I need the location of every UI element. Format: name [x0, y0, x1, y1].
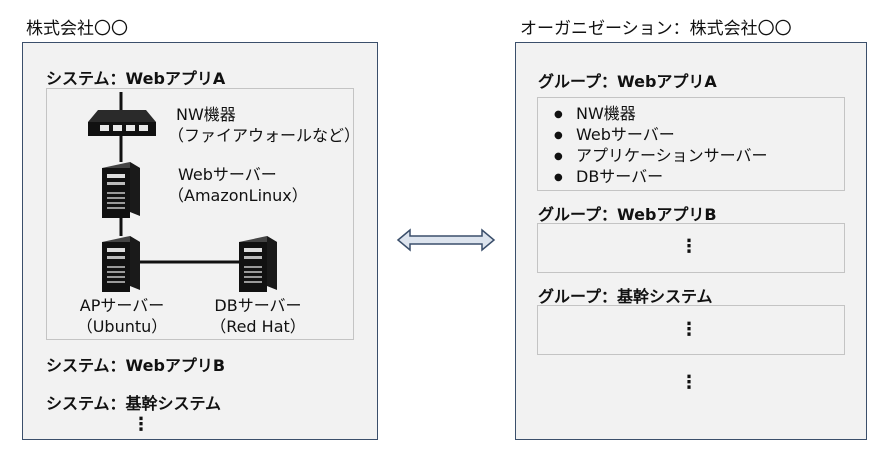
nw-device-sub: （ファイアウォールなど） [168, 126, 361, 145]
web-server-sub: （AmazonLinux） [168, 186, 308, 205]
nw-device-label: NW機器 [176, 105, 236, 124]
ap-server-label: APサーバー [79, 296, 165, 315]
web-server-label: Webサーバー [178, 165, 277, 184]
group-b-heading: グループ：WebアプリB [538, 205, 717, 224]
more-systems-ellipsis: ⋮ [132, 414, 150, 435]
server-icon [102, 162, 140, 218]
db-server-label: DBサーバー [214, 296, 302, 315]
server-icon [102, 236, 140, 292]
system-a-heading: システム：WebアプリA [46, 69, 226, 88]
group-b-ellipsis: ⋮ [680, 236, 698, 257]
group-b-box [537, 223, 845, 273]
group-core-box [537, 305, 845, 355]
group-core-ellipsis: ⋮ [680, 319, 698, 340]
double-arrow-icon [396, 228, 496, 252]
router-icon [88, 110, 156, 136]
right-title: オーガニゼーション：株式会社〇〇 [520, 19, 792, 39]
list-item: Webサーバー [554, 125, 768, 146]
db-server-sub: （Red Hat） [210, 317, 306, 336]
list-item: DBサーバー [554, 167, 768, 188]
list-item: アプリケーションサーバー [554, 146, 768, 167]
left-title: 株式会社〇〇 [26, 19, 128, 39]
system-b-heading: システム：WebアプリB [46, 356, 226, 375]
ap-server-sub: （Ubuntu） [76, 317, 168, 336]
group-a-heading: グループ：WebアプリA [538, 72, 717, 91]
list-item: NW機器 [554, 104, 768, 125]
system-core-heading: システム：基幹システム [46, 394, 222, 413]
more-groups-ellipsis: ⋮ [680, 372, 698, 393]
group-a-list: NW機器 Webサーバー アプリケーションサーバー DBサーバー [554, 104, 768, 188]
server-icon [239, 236, 277, 292]
group-core-heading: グループ：基幹システム [538, 287, 713, 306]
